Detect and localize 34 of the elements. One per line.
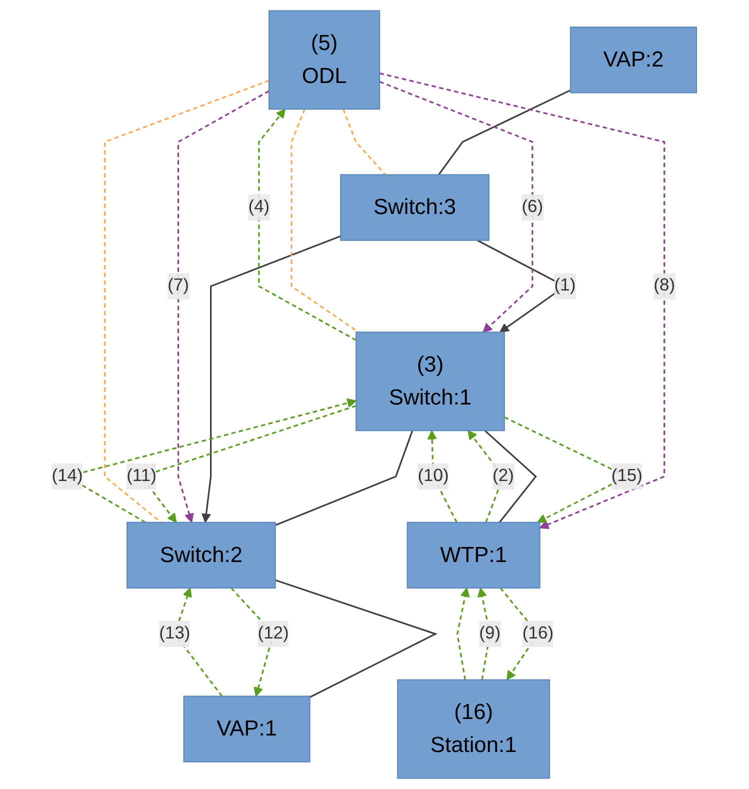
node-box: VAP:2: [570, 26, 698, 94]
arrow: [380, 80, 534, 333]
edge-label: (2): [492, 466, 514, 486]
edge-label: (1): [554, 276, 576, 296]
node-box: Switch:3: [340, 174, 490, 241]
node-box: (5) ODL: [268, 10, 381, 110]
node-box: (3) Switch:1: [356, 332, 506, 432]
node-box: (16) Station:1: [397, 679, 550, 779]
arrow: [380, 72, 666, 530]
edge-label: (15): [612, 466, 643, 486]
connector: [484, 430, 538, 523]
edge-label: (14): [52, 466, 84, 486]
edge-label: (11): [126, 466, 157, 486]
arrow: [202, 235, 342, 523]
arrow: [258, 108, 357, 341]
arrow: [178, 90, 270, 523]
edge-label: (6): [522, 198, 544, 216]
edge-label: (8): [654, 276, 676, 296]
arrow: [456, 588, 470, 680]
connector: [275, 579, 438, 698]
node-box: WTP:1: [407, 522, 541, 589]
edge-label: (16): [522, 624, 554, 643]
connector: [275, 430, 414, 526]
edge-label: (4): [248, 198, 270, 216]
edge-label: (10): [418, 466, 450, 486]
node-box: Switch:2: [126, 522, 276, 589]
connector: [438, 89, 572, 176]
edge-label: (12): [258, 624, 290, 643]
edge-label: (7): [168, 276, 190, 296]
connector: [104, 80, 270, 524]
node-box: VAP:1: [184, 696, 311, 762]
edge-label: (9): [480, 624, 501, 643]
connector: [342, 108, 386, 176]
edge-label: (13): [160, 624, 191, 643]
